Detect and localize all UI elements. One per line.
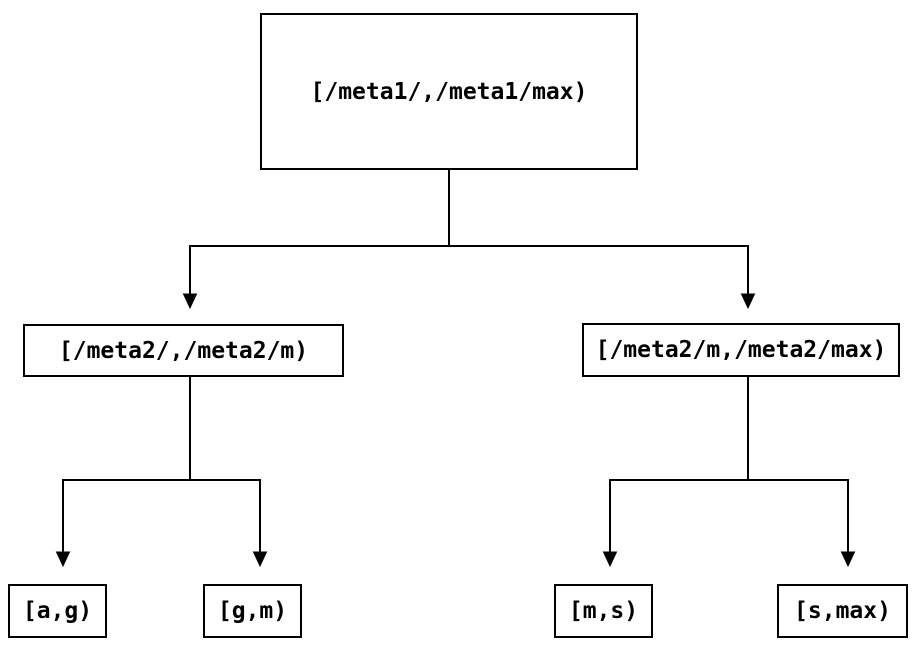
arrowhead-down-icon [740, 293, 756, 310]
node-right-range: [/meta2/m,/meta2/max) [582, 323, 900, 377]
edge-right-to-children [602, 377, 856, 568]
node-leaf-ms: [m,s) [554, 584, 653, 638]
node-leaf-smax: [s,max) [777, 584, 908, 638]
node-root-range: [/meta1/,/meta1/max) [260, 13, 638, 170]
node-leaf-ag: [a,g) [8, 584, 107, 638]
node-leaf-gm: [g,m) [203, 584, 302, 638]
node-left-range: [/meta2/,/meta2/m) [23, 324, 344, 377]
edge-root-to-children [182, 170, 756, 310]
arrowhead-down-icon [602, 551, 618, 568]
edge-left-to-children [55, 377, 268, 568]
arrowhead-down-icon [182, 293, 198, 310]
arrowhead-down-icon [252, 551, 268, 568]
arrowhead-down-icon [55, 551, 71, 568]
arrowhead-down-icon [840, 551, 856, 568]
